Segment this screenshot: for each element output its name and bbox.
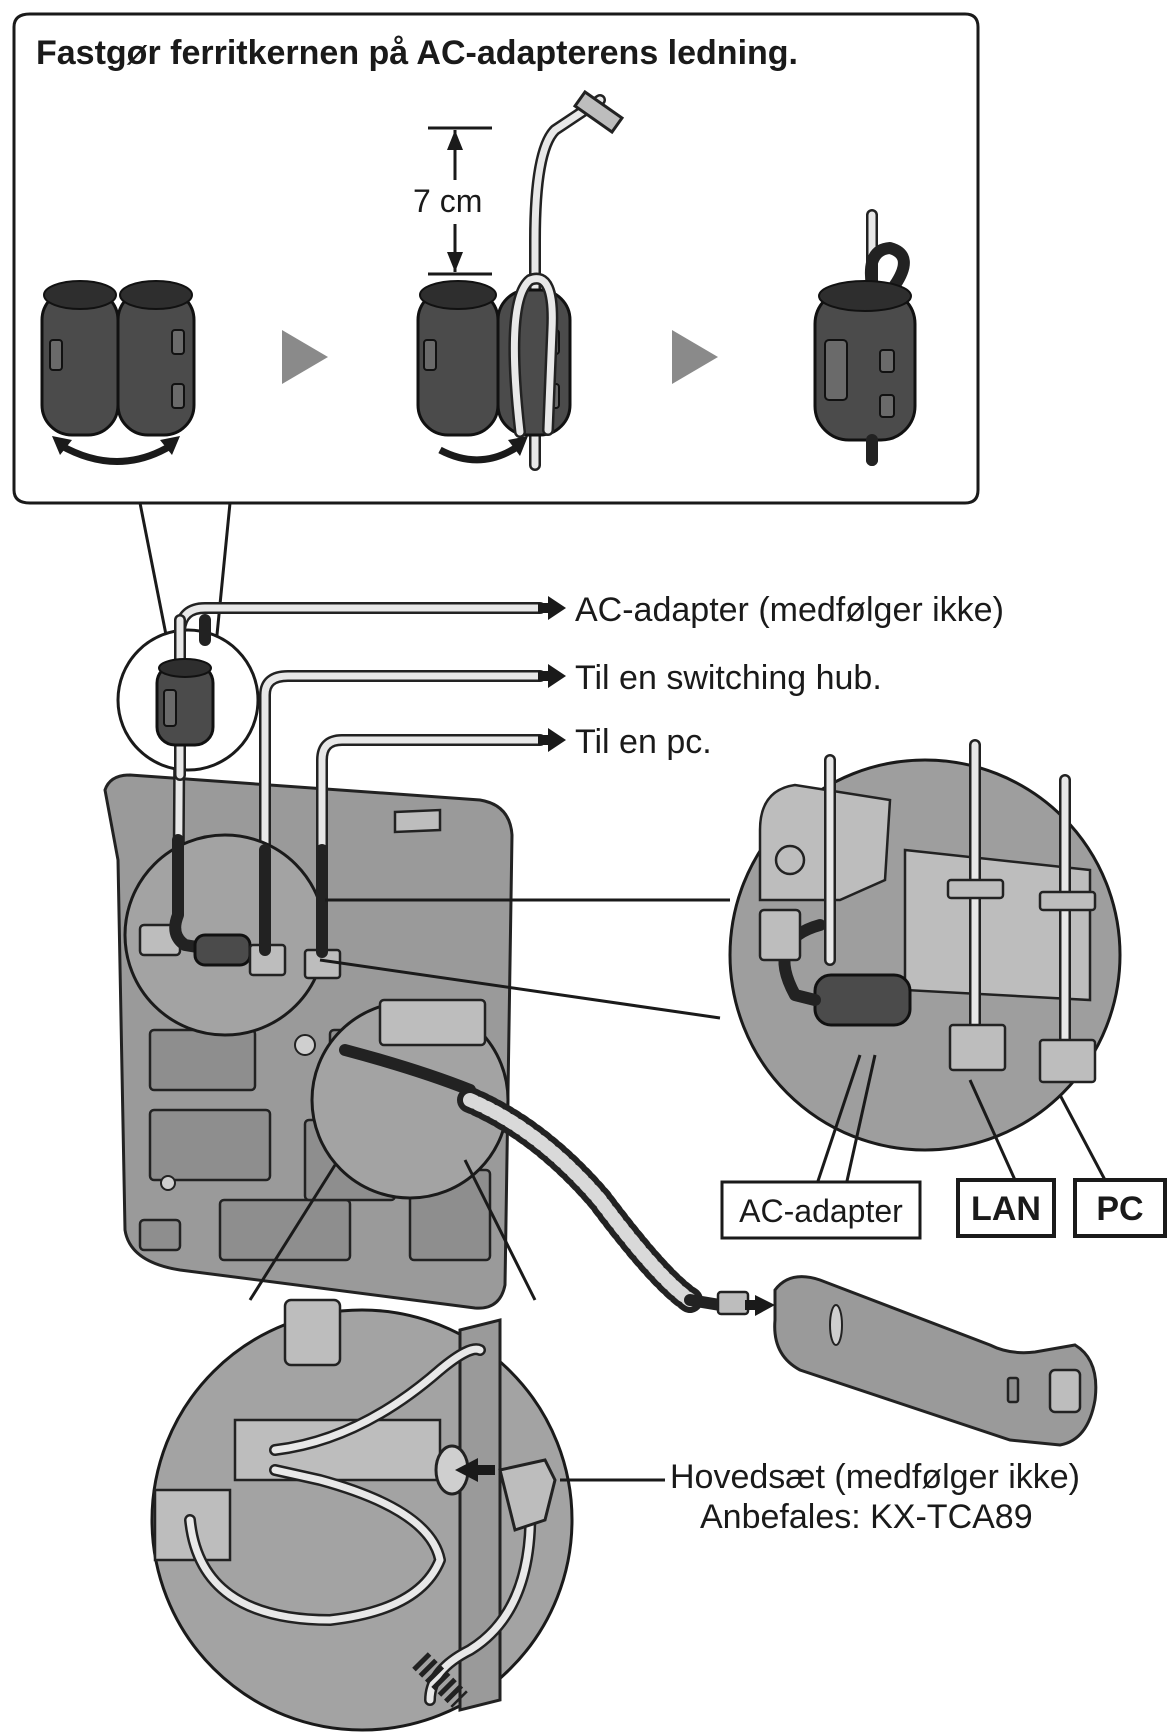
handset-cord <box>310 998 775 1316</box>
step-arrow-2-icon <box>672 330 718 384</box>
label-pc-note: Til en pc. <box>538 723 712 761</box>
headset-detail-circle <box>150 1159 574 1732</box>
handset <box>773 1275 1098 1447</box>
port-box-leaders <box>813 1054 1107 1191</box>
ferrite-core-open <box>40 280 196 465</box>
ferrite-core-with-cable: 7 cm <box>408 89 625 471</box>
port-box-pc: PC <box>1073 1178 1167 1238</box>
headset-line1-text: Hovedsæt (medfølger ikke) <box>670 1458 1080 1496</box>
port-zoom-lines <box>319 898 730 1020</box>
port-detail-circle <box>728 739 1122 1152</box>
ferrite-core-closed <box>813 209 917 466</box>
port-box-lan: LAN <box>956 1178 1056 1238</box>
label-switching-hub: Til en switching hub. <box>538 659 882 697</box>
label-headset: Hovedsæt (medfølger ikke) Anbefales: KX-… <box>560 1458 1080 1536</box>
port-region-circle <box>123 833 342 1037</box>
port-ac-adapter-text: AC-adapter <box>739 1193 903 1229</box>
port-box-ac-adapter: AC-adapter <box>720 1180 922 1240</box>
instruction-title: Fastgør ferritkernen på AC-adapterens le… <box>36 34 798 72</box>
ac-adapter-note-text: AC-adapter (medfølger ikke) <box>575 591 1004 629</box>
port-pc-text: PC <box>1096 1190 1143 1228</box>
switching-hub-text: Til en switching hub. <box>575 659 882 697</box>
pc-note-text: Til en pc. <box>575 723 712 761</box>
ferrite-instruction-box: Fastgør ferritkernen på AC-adapterens le… <box>12 12 980 505</box>
step-arrow-1-icon <box>282 330 328 384</box>
ferrite-callout-wedge <box>138 502 232 656</box>
headset-line2-text: Anbefales: KX-TCA89 <box>700 1498 1033 1536</box>
dimension-7cm: 7 cm <box>413 183 482 219</box>
ferrite-detail-circle <box>116 614 260 781</box>
port-lan-text: LAN <box>971 1190 1041 1228</box>
label-ac-adapter-note: AC-adapter (medfølger ikke) <box>538 591 1004 629</box>
